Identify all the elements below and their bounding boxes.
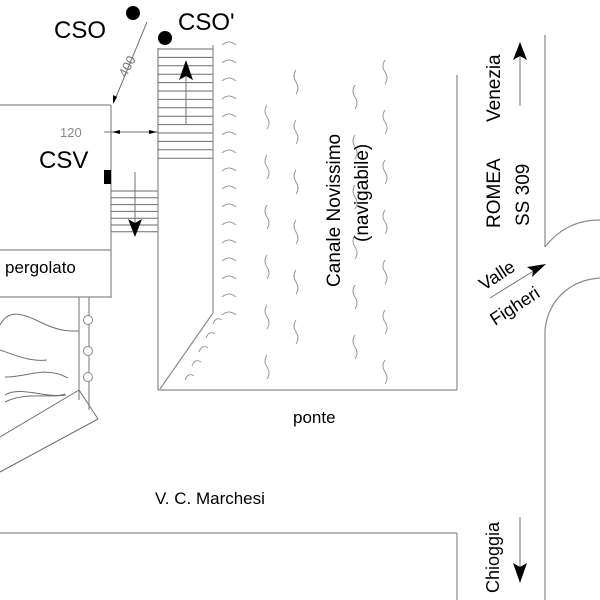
water-wave <box>352 234 358 260</box>
water-wave <box>264 304 270 330</box>
bank-arc <box>221 77 237 82</box>
water-wave <box>264 354 270 380</box>
water-wave <box>382 359 388 385</box>
road-direction-north-label: Venezia <box>484 54 505 122</box>
stair-up-arrow-icon <box>179 60 193 125</box>
water-wave <box>264 254 270 280</box>
bank-arc <box>221 149 237 154</box>
canal-name-label: Canale Novissimo <box>324 134 345 287</box>
cso-station-marker <box>126 6 140 20</box>
bank-arc <box>221 113 237 118</box>
water-wave <box>382 109 388 135</box>
csv-label: CSV <box>39 147 88 174</box>
water-wave <box>264 154 270 180</box>
side-road-arrow-icon <box>489 264 546 299</box>
bank-arc <box>221 203 237 208</box>
dimension-120-label: 120 <box>60 125 82 140</box>
walkway <box>157 45 214 390</box>
garden-area <box>0 313 99 473</box>
water-wave <box>293 119 299 145</box>
dimension-400 <box>113 21 148 104</box>
canal-outline <box>158 75 458 391</box>
pergolato-label: pergolato <box>5 258 76 277</box>
bank-arc <box>221 59 237 64</box>
water-wave <box>352 334 358 360</box>
cso-label: CSO <box>54 17 106 44</box>
bridge-label: ponte <box>293 408 336 427</box>
south-arrow-icon <box>513 517 527 583</box>
water-wave <box>293 269 299 295</box>
water-wave <box>352 284 358 310</box>
bank-arc <box>221 239 237 244</box>
bank-arc <box>184 374 195 381</box>
bank-waves <box>184 41 237 381</box>
bank-arc <box>191 360 202 367</box>
water-wave <box>352 84 358 110</box>
side-road-bottom-label: Figheri <box>486 283 543 330</box>
pergola-columns <box>78 297 93 410</box>
water-wave <box>382 309 388 335</box>
bank-arc <box>205 332 216 339</box>
bank-arc <box>198 346 209 353</box>
water-wave <box>293 169 299 195</box>
north-arrow-icon <box>513 42 527 106</box>
road-name-label: ROMEA <box>484 158 505 228</box>
water-wave <box>264 204 270 230</box>
water-wave <box>293 69 299 95</box>
bank-arc <box>221 95 237 100</box>
cso-prime-label: CSO' <box>178 9 235 36</box>
dimension-400-label: 400 <box>115 53 138 79</box>
romea-road <box>544 35 600 600</box>
bank-arc <box>221 167 237 172</box>
building-outline <box>0 104 112 298</box>
dimension-120 <box>104 130 158 134</box>
bank-arc <box>221 257 237 262</box>
water-wave <box>382 59 388 85</box>
csv-marker <box>104 170 111 184</box>
bank-arc <box>212 318 223 325</box>
stair-down-arrow-icon <box>128 172 142 237</box>
bank-arc <box>221 221 237 226</box>
water-wave <box>352 184 358 210</box>
water-wave <box>352 134 358 160</box>
water-waves <box>264 59 388 385</box>
bank-arc <box>221 41 237 46</box>
bank-arc <box>221 311 237 316</box>
water-wave <box>264 104 270 130</box>
water-wave <box>293 319 299 345</box>
canal-note-label: (navigabile) <box>352 144 373 242</box>
water-wave <box>382 209 388 235</box>
bank-arc <box>221 131 237 136</box>
cso-prime-station-marker <box>158 31 172 45</box>
water-wave <box>382 259 388 285</box>
water-wave <box>382 159 388 185</box>
road-direction-south-label: Chioggia <box>483 521 503 593</box>
road-code-label: SS 309 <box>513 164 534 226</box>
side-road-top-label: Valle <box>475 257 518 295</box>
water-wave <box>293 219 299 245</box>
bank-arc <box>221 275 237 280</box>
street-label: V. C. Marchesi <box>155 489 265 508</box>
bank-arc <box>221 185 237 190</box>
bank-arc <box>221 293 237 298</box>
